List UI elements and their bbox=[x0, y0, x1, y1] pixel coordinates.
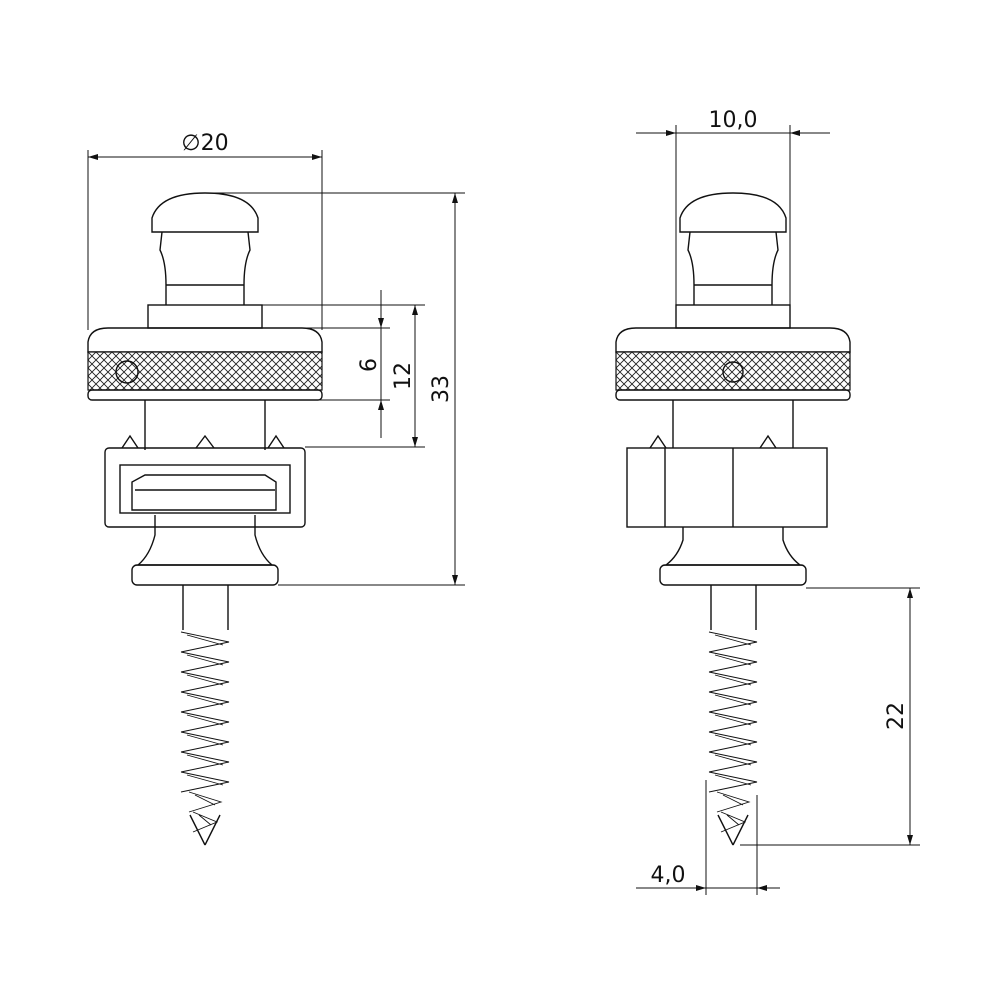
screw bbox=[710, 585, 757, 846]
thread-turn bbox=[180, 771, 230, 793]
screw-length-label: 22 bbox=[884, 702, 909, 730]
ring-bottom bbox=[615, 389, 851, 401]
thread-turn bbox=[708, 711, 758, 733]
diameter-label: ∅20 bbox=[181, 131, 228, 156]
lock-slot bbox=[131, 474, 277, 511]
screw bbox=[182, 585, 229, 846]
thread-turn bbox=[708, 651, 758, 673]
collar bbox=[147, 304, 263, 329]
ring-hole bbox=[722, 361, 744, 383]
ring-top bbox=[615, 327, 851, 353]
thread-turn bbox=[708, 731, 758, 753]
collar bbox=[675, 304, 791, 329]
lower-flange bbox=[136, 515, 274, 566]
thread-turn bbox=[708, 631, 758, 653]
thread-turn bbox=[180, 631, 230, 653]
collar-to-shaft-label: 12 bbox=[391, 362, 416, 390]
thread-turn bbox=[708, 751, 758, 773]
base-washer bbox=[659, 564, 807, 586]
front-dimensions: ∅20 6 12 33 bbox=[87, 131, 465, 586]
shaft bbox=[649, 400, 794, 449]
thread-turn bbox=[180, 651, 230, 673]
ring-bottom bbox=[87, 389, 323, 401]
thread-turn bbox=[716, 791, 751, 813]
thread-turn bbox=[180, 731, 230, 753]
button-neck bbox=[159, 231, 251, 305]
screw-threads bbox=[180, 631, 230, 833]
front-view bbox=[87, 192, 323, 846]
thread-turn bbox=[180, 671, 230, 693]
knurled-band bbox=[615, 351, 851, 391]
button-neck bbox=[687, 231, 779, 305]
thread-turn bbox=[720, 811, 747, 833]
lock-clip bbox=[104, 447, 306, 528]
thread-turn bbox=[180, 691, 230, 713]
thread-turn bbox=[180, 711, 230, 733]
screw-threads bbox=[708, 631, 758, 833]
thread-turn bbox=[192, 811, 219, 833]
side-view bbox=[615, 192, 851, 846]
thread-turn bbox=[708, 671, 758, 693]
thread-turn bbox=[188, 791, 223, 813]
overall-height-label: 33 bbox=[429, 375, 454, 403]
lock-clip-edges bbox=[664, 448, 734, 527]
button-head bbox=[679, 192, 787, 233]
base-washer bbox=[131, 564, 279, 586]
thread-turn bbox=[180, 751, 230, 773]
thread-turn bbox=[708, 691, 758, 713]
ring-top bbox=[87, 327, 323, 353]
lock-clip-inner bbox=[119, 464, 291, 514]
side-dimensions: 10,0 22 4,0 bbox=[636, 108, 920, 895]
screw-diameter-label: 4,0 bbox=[651, 863, 686, 888]
thread-turn bbox=[708, 771, 758, 793]
ring-hole bbox=[115, 360, 139, 384]
knurled-band bbox=[87, 351, 323, 391]
button-width-label: 10,0 bbox=[709, 108, 758, 133]
lower-flange bbox=[663, 527, 803, 566]
shaft bbox=[121, 400, 285, 450]
lock-clip bbox=[626, 447, 828, 528]
ring-height-label: 6 bbox=[357, 358, 382, 372]
button-head bbox=[151, 192, 259, 233]
